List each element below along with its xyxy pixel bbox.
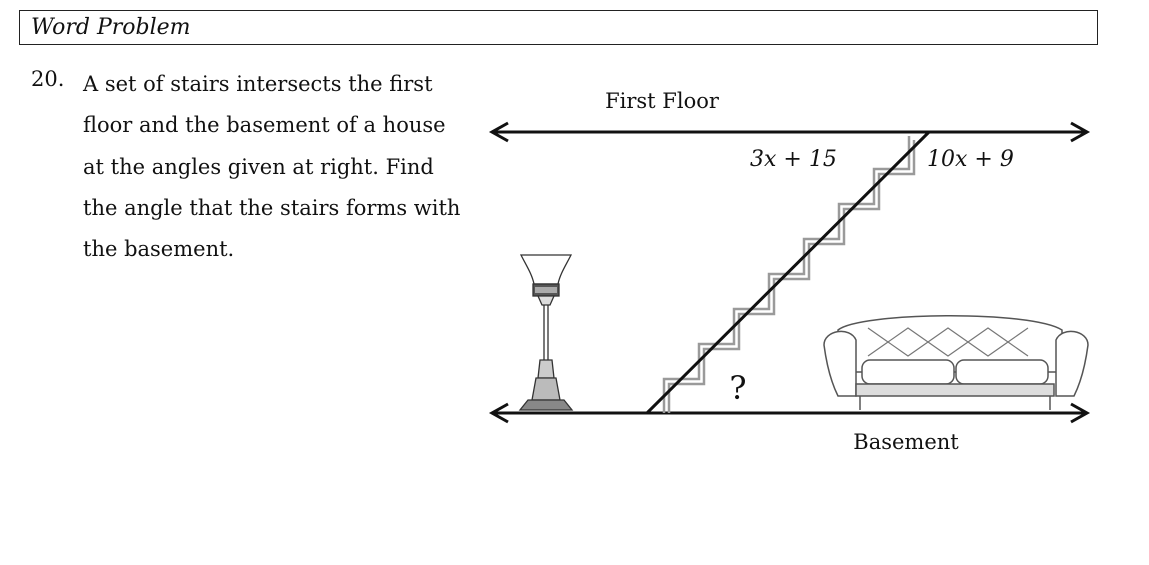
angle-left-label: 3x + 15 (750, 147, 837, 172)
unknown-angle-label: ? (729, 369, 746, 407)
problem-line: A set of stairs intersects the first (83, 72, 433, 96)
first-floor-line (488, 121, 1091, 143)
floor-lamp-icon (518, 254, 574, 411)
problem-line: at the angles given at right. Find (83, 154, 434, 179)
section-header: Word Problem (19, 10, 1098, 45)
stairs-line (645, 130, 931, 415)
basement-line (488, 402, 1091, 424)
problem-line: the angle that the stairs forms with (83, 195, 461, 220)
problem-line: the basement. (83, 237, 235, 262)
first-floor-label: First Floor (605, 89, 720, 113)
angle-right-label: 10x + 9 (927, 147, 1014, 172)
problem-number: 20. (31, 67, 65, 91)
section-title: Word Problem (31, 15, 191, 40)
sofa-icon (823, 315, 1089, 410)
problem-text: A set of stairs intersects the first flo… (83, 64, 473, 270)
problem-line: floor and the basement of a house (83, 113, 446, 138)
basement-label: Basement (853, 430, 959, 454)
